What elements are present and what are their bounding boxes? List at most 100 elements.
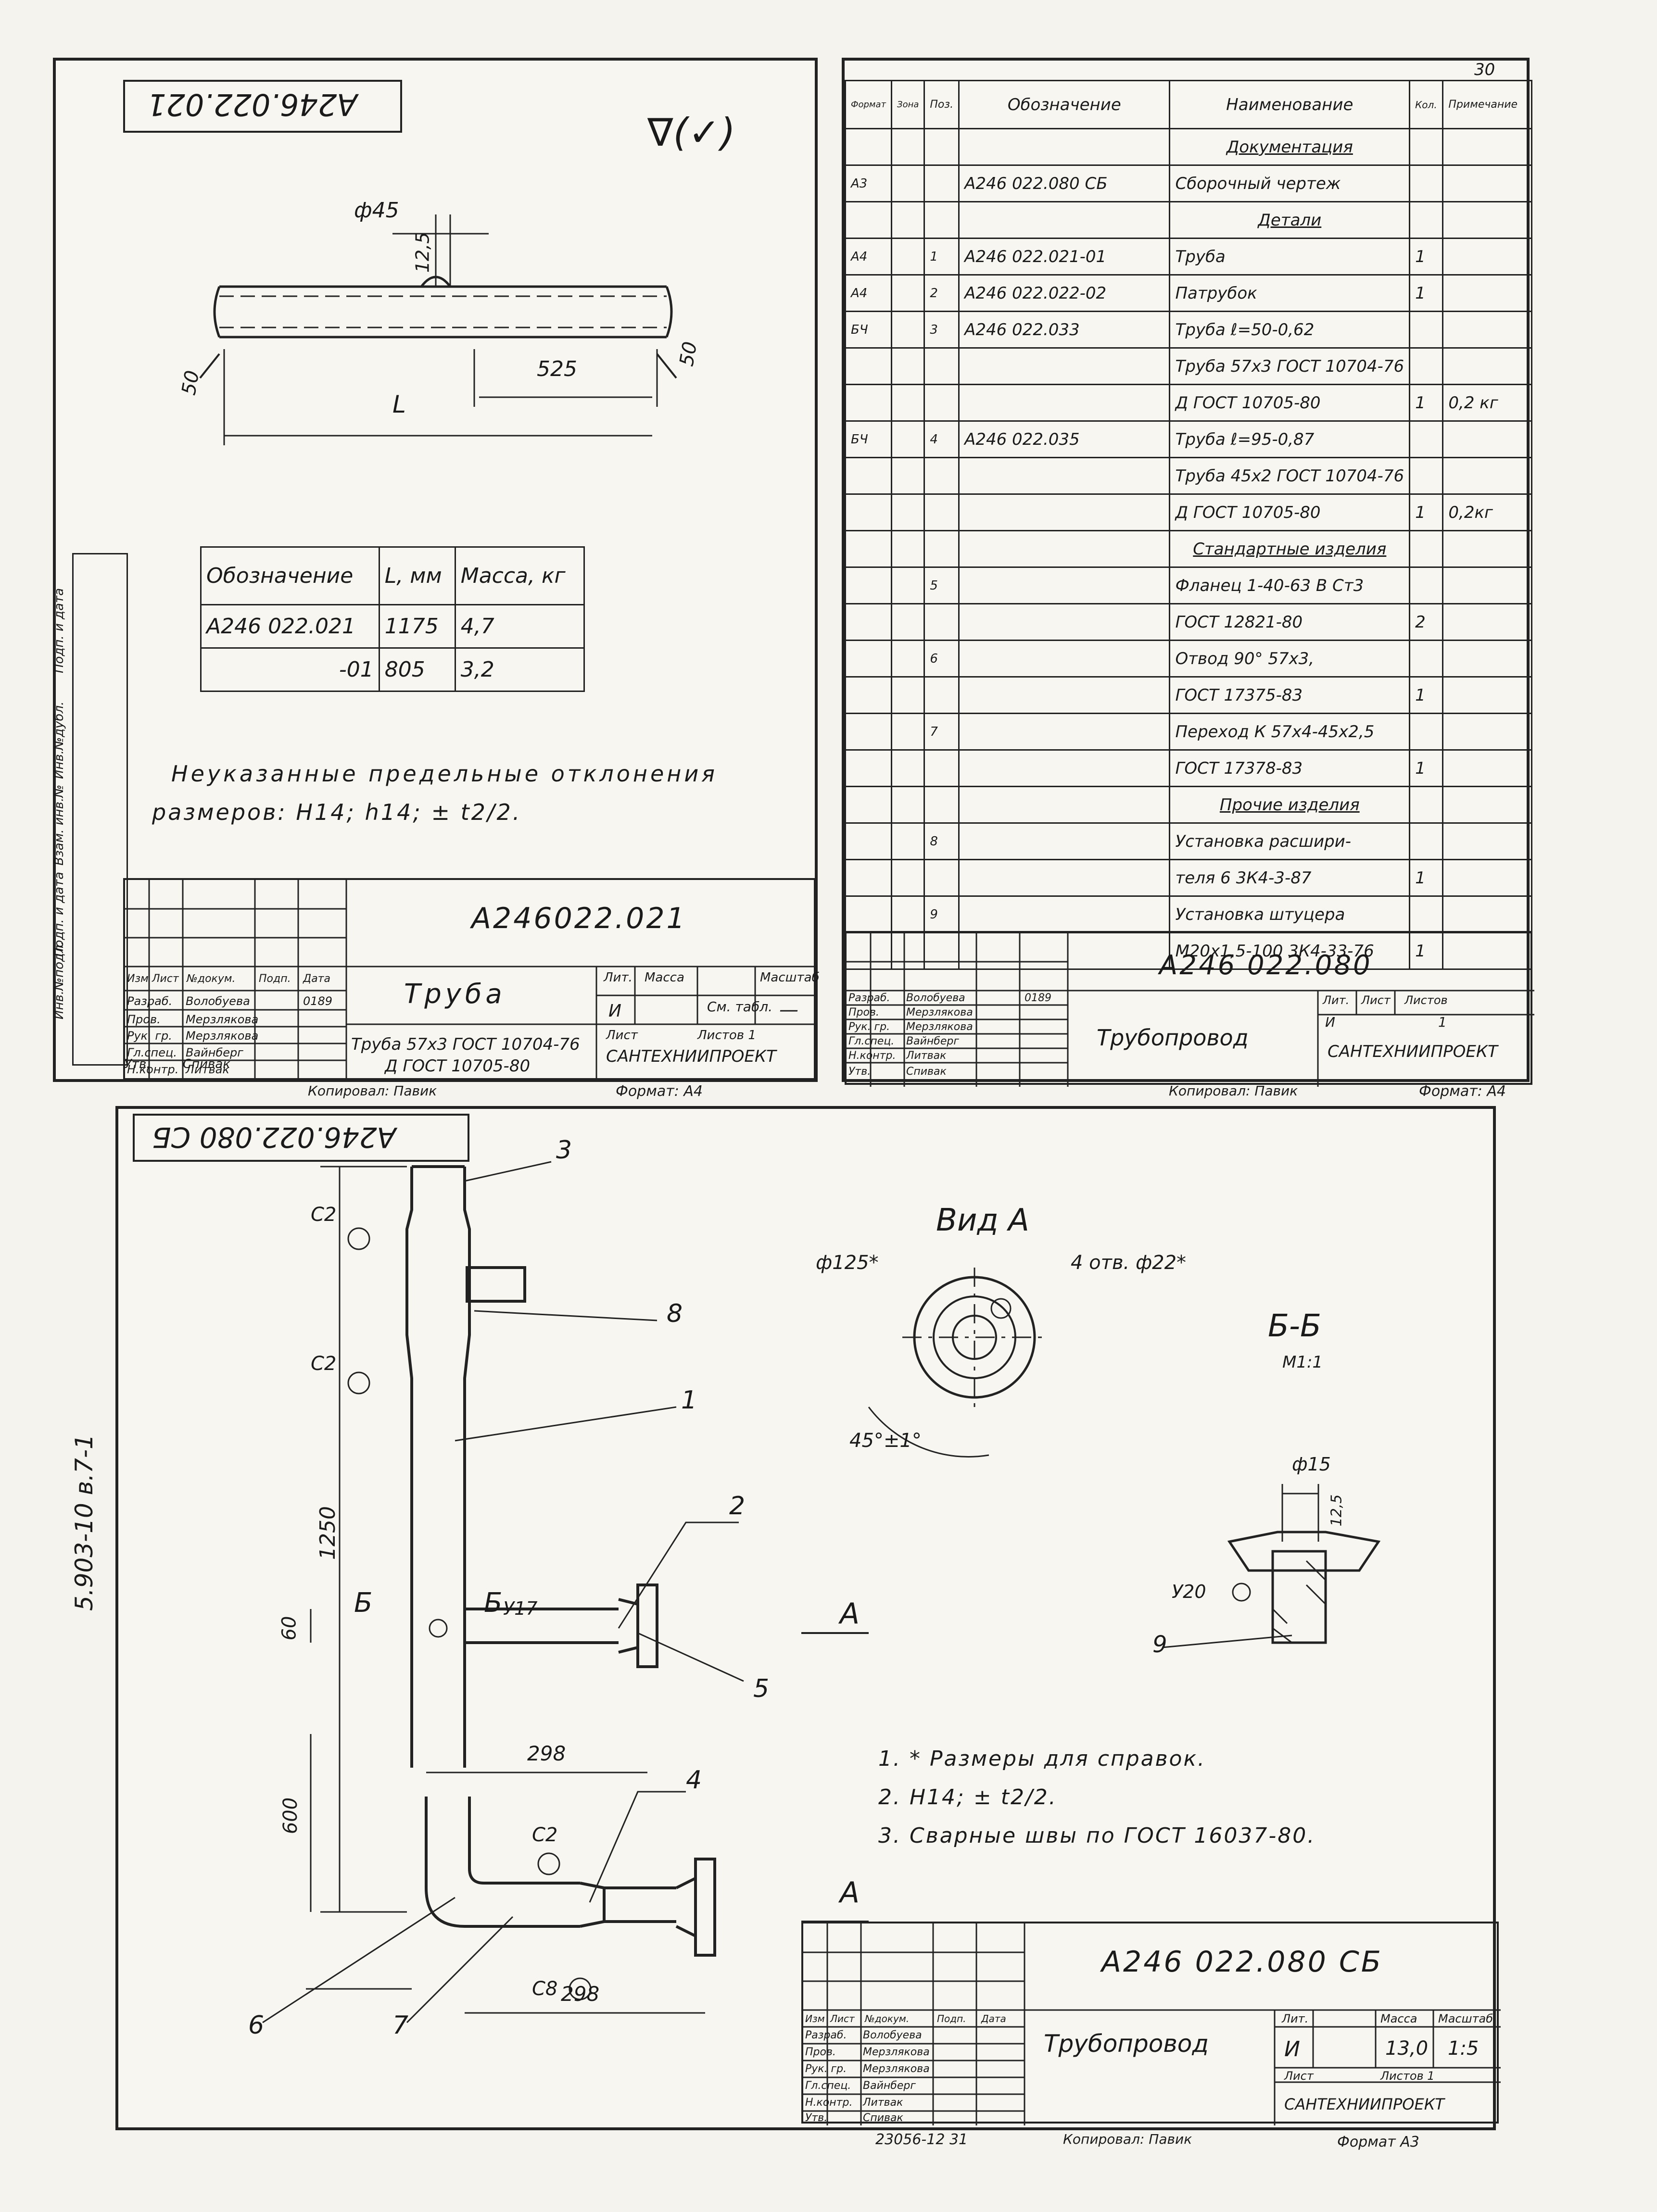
section-pos: 9 [1152,1631,1167,1658]
spec-cell [958,749,1171,787]
asm-copied: Копировал: Павик [1063,2131,1192,2147]
spec-cell [891,676,925,714]
spec-cell [958,457,1171,495]
section-scale: М1:1 [1282,1353,1323,1372]
spec-cell [891,347,925,385]
th-designation: Обозначение [200,546,380,605]
role: Рук. гр. [848,1021,890,1033]
spec-row: Труба 57х3 ГОСТ 10704-76 [844,347,1532,385]
spec-cell [923,932,960,970]
person: Спивак [906,1066,947,1078]
person: Мерзлякова [863,2046,930,2058]
sheet-pipe-021: А246.022.021 ∇(✓) ф45 12,5 525 L 50 50 О… [53,58,820,1082]
spec-lit-v: И [1325,1014,1335,1030]
spec-cell: Фланец 1-40-63 В Ст3 [1169,566,1411,604]
col-izm: Изм [805,2013,825,2024]
spec-cell: А4 [844,238,893,276]
spec-sheets-v: 1 [1438,1014,1447,1030]
person: Литвак [186,1063,229,1076]
spec-stamp-code: А246 022.080 [1159,950,1372,981]
spec-cell: Установка расшири- [1169,822,1411,860]
spec-cell: Патрубок [1169,274,1411,312]
section-h: 12,5 [1328,1494,1345,1527]
note-3: 3. Сварные швы по ГОСТ 16037-80. [878,1823,1316,1848]
col-date: Дата [303,973,330,985]
spec-cell [1442,274,1532,312]
spec-cell: 1 [1409,384,1444,422]
spec-cell [923,530,960,568]
stamp-scale-v: — [779,999,798,1021]
spec-sheet: Лист [1361,993,1391,1007]
spec-cell [1442,457,1532,495]
spec-cell [1409,566,1444,604]
spec-cell [1442,530,1532,568]
asm-format: Формат А3 [1337,2134,1419,2150]
stamp-sheet: Лист [606,1028,638,1043]
role: Гл.спец. [127,1046,177,1059]
spec-title-block: А246 022.080 Трубопровод Лит. И Лист Лис… [845,931,1534,1087]
th-length: L, мм [378,546,456,605]
side-strip-label: Взам. инв.№ [52,784,66,866]
spec-cell [958,895,1171,933]
spec-cell: Детали [1169,201,1411,239]
tolerance-note-1: Неуказанные предельные отклонения [171,761,718,787]
title-block: А246022.021 Труба Лит. Масса Масштаб И С… [123,878,820,1082]
spec-cell [891,420,925,458]
spec-cell [891,713,925,751]
spec-cell [1442,164,1532,202]
role: Пров. [848,1006,879,1018]
spec-cell: 1 [1409,274,1444,312]
spec-cell [1442,238,1532,276]
dim-L: L [392,390,406,418]
weld-c8: С8 [532,1978,558,2000]
pos-4: 4 [686,1766,702,1795]
spec-cell [1442,420,1532,458]
pipe-021-drawing [199,214,677,445]
role: Пров. [805,2046,836,2058]
weld-c2-top: С2 [311,1204,337,1226]
spec-cell [891,384,925,422]
spec-cell: 9 [923,895,960,933]
spec-cell: Труба 45х2 ГОСТ 10704-76 [1169,457,1411,495]
th-qty: Кол. [1409,80,1444,129]
spec-cell: А3 [844,164,893,202]
spec-cell: Труба ℓ=50-0,62 [1169,311,1411,349]
stamp-sheets: Листов 1 [697,1028,756,1043]
asm-org: САНТЕХНИИПРОЕКТ [1284,2095,1444,2113]
asm-lit-v: И [1284,2037,1300,2061]
spec-cell [891,164,925,202]
spec-cell: Переход К 57х4-45х2,5 [1169,713,1411,751]
spec-cell: Труба [1169,238,1411,276]
th-name: Наименование [1169,80,1411,129]
side-strip-label: Подп. и дата [52,588,66,673]
spec-cell [891,201,925,239]
spec-cell [1409,530,1444,568]
dim-12-5: 12,5 [412,232,433,273]
spec-cell: М20х1,5-100 3К4-33-76 [1169,932,1411,970]
spec-cell: А4 [844,274,893,312]
spec-cell [1442,347,1532,385]
stamp-mass-h: Масса [645,970,684,985]
sheet-number: 30 [1474,60,1495,79]
spec-cell [923,676,960,714]
cell: А246 022.021 [200,604,380,649]
role: Рук. гр. [127,1029,172,1043]
spec-cell [958,713,1171,751]
spec-cell: БЧ [844,420,893,458]
spec-cell [891,822,925,860]
spec-cell [844,895,893,933]
spec-cell [844,384,893,422]
role: Пров. [127,1013,161,1026]
pos-2: 2 [729,1492,746,1521]
spec-cell: А246 022.022-02 [958,274,1171,312]
spec-cell [891,274,925,312]
person: Спивак [863,2112,903,2124]
spec-cell [891,238,925,276]
